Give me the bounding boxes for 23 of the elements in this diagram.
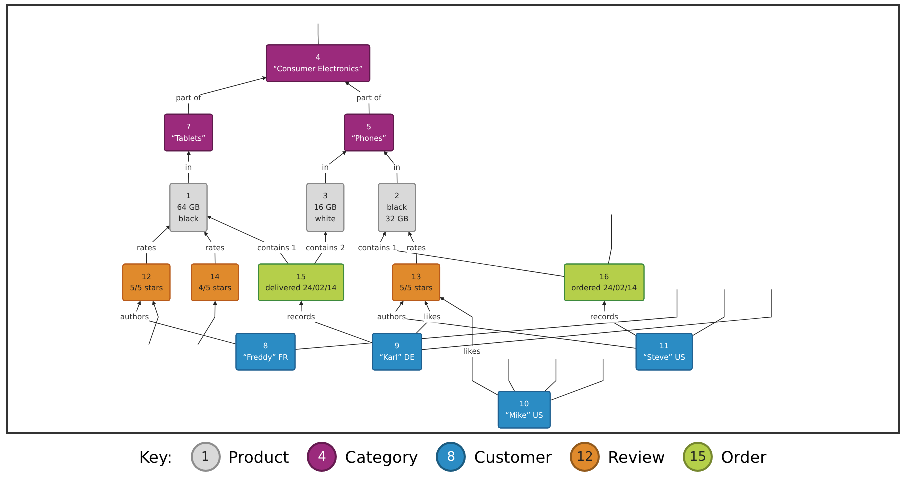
arrow (416, 301, 433, 334)
legend-swatch: 1 (190, 442, 221, 472)
connector (692, 289, 725, 336)
connector (318, 24, 319, 46)
legend-swatch: 12 (570, 442, 600, 472)
legend-swatch: 15 (683, 442, 714, 472)
legend-swatch: 4 (307, 442, 338, 472)
arrow (148, 301, 159, 346)
arrow (146, 226, 171, 265)
connector (422, 289, 772, 350)
legend-label: Order (721, 448, 767, 466)
connector (550, 358, 604, 401)
connector (608, 214, 612, 265)
legend-title: Key: (139, 448, 173, 466)
legend-label: Customer (474, 448, 552, 466)
legend-label: Review (608, 448, 666, 466)
arrow (440, 297, 499, 396)
legend-swatch: 8 (436, 442, 466, 472)
arrow (198, 301, 218, 346)
connector (544, 358, 557, 392)
connector (508, 358, 516, 392)
legend-label: Product (228, 448, 290, 466)
legend-label: Category (345, 448, 418, 466)
